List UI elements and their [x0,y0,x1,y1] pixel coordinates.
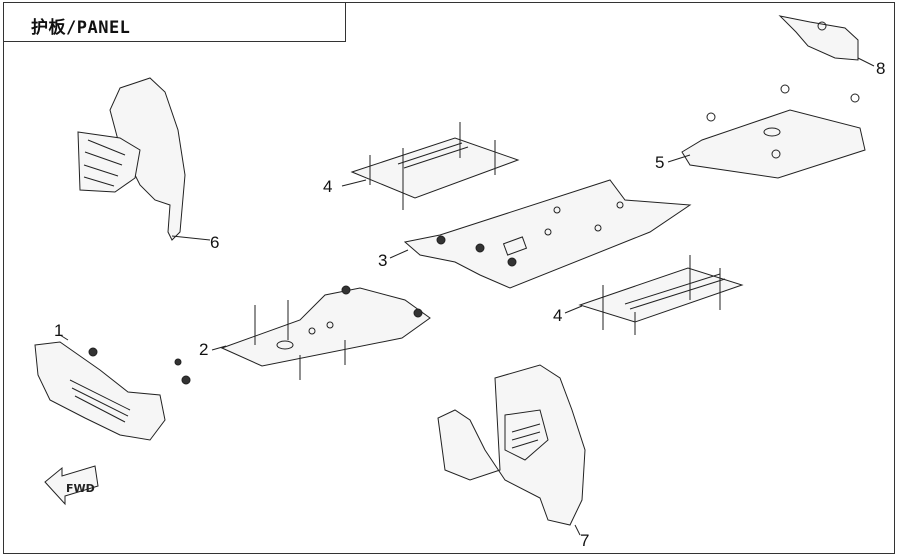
part-2-front-plate [211,285,431,380]
part-4-lower-plate [564,255,744,335]
part-5-rear-plate [667,84,866,179]
part-7-fender [77,77,211,241]
part-6-rear-fender [437,364,586,536]
callout-8: 8 [876,59,885,78]
callout-3: 3 [378,251,387,270]
part-4-upper-plate [341,122,520,210]
callout-7: 6 [210,233,219,252]
title-box: 护板/PANEL [3,2,346,42]
part-8-bracket [778,15,875,67]
part-1-front-guard [34,334,191,441]
callout-5: 5 [655,153,664,172]
fwd-arrow: FWD [44,465,99,506]
part-3-main-plate [389,179,692,289]
callout-4-upper: 4 [323,177,332,196]
callout-6: 7 [580,531,589,550]
callout-4-lower: 4 [553,306,562,325]
diagram-frame [3,2,895,554]
page-title: 护板/PANEL [31,18,131,38]
callout-2: 2 [199,340,208,359]
fwd-label: FWD [66,482,95,495]
callout-1: 1 [54,321,63,340]
